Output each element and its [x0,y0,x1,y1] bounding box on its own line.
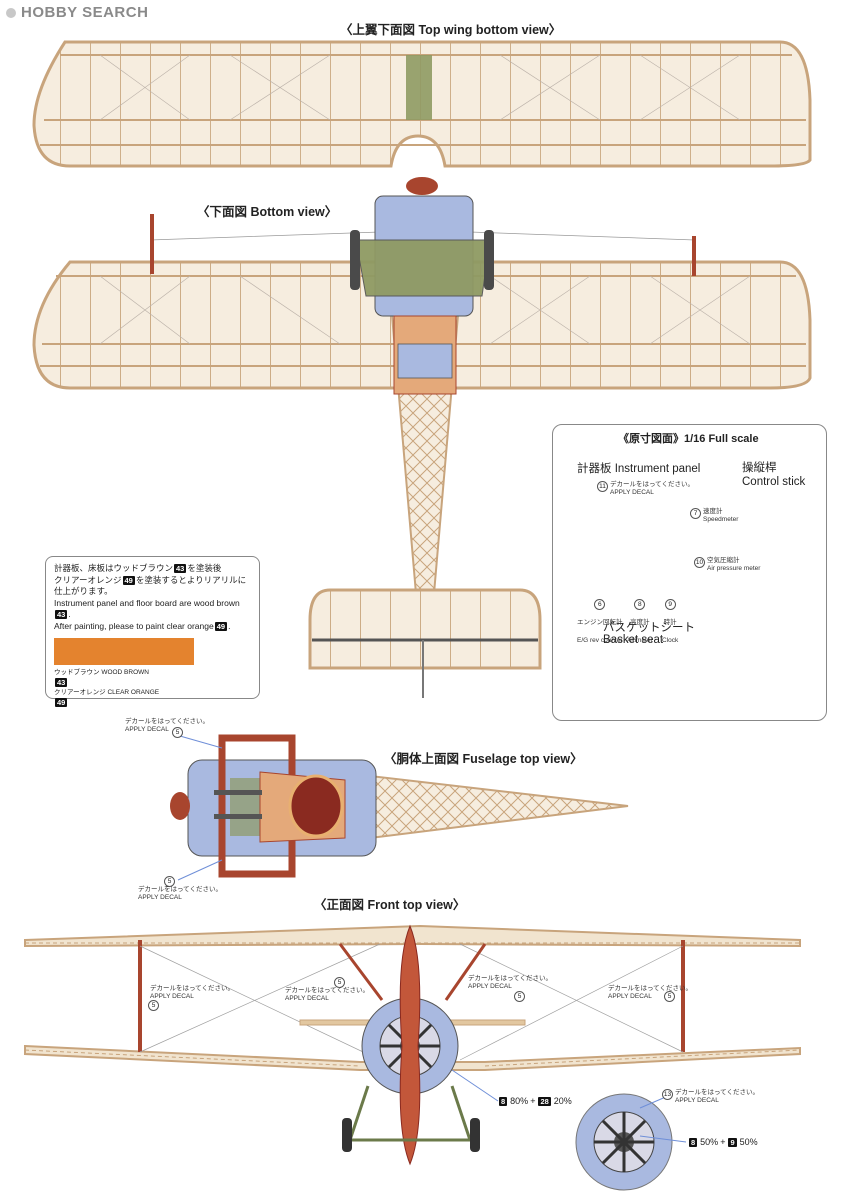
front-top-view-title: 〈正面図 Front top view〉 [314,898,466,912]
basket-seat-en: Basket seat [603,634,664,646]
note-line-5: After painting, please to paint clear or… [54,620,231,631]
logo-icon [6,7,16,18]
note-line-3: 仕上がります。 [54,586,113,596]
instrument-panel-label: 計器板 Instrument panel [577,463,701,475]
full-scale-title: 《原寸図面》1/16 Full scale [618,433,759,445]
bottom-view [32,177,812,698]
color-2-label: クリアーオレンジ CLEAR ORANGE [54,688,160,696]
top-wing-bottom-view [32,40,812,168]
decal-num-fuselage-bottom: 5 [164,876,175,887]
decal-num-front-1: 5 [148,1000,159,1011]
front-top-view [24,924,801,1191]
callout-8: 8 高度計 Altimeter [627,599,653,644]
decal-label-front-3: デカールをはってください。APPLY DECAL [468,975,552,990]
color-2-num: 49 [55,697,68,707]
decal-label-front-2: デカールをはってください。APPLY DECAL [285,987,369,1002]
control-stick-en: Control stick [742,476,806,488]
decal-num-front-2: 5 [334,977,345,988]
decal-num-fuselage-top: 5 [172,727,183,738]
site-logo[interactable]: HOBBY SEARCH [6,4,148,21]
bottom-view-title: 〈下面図 Bottom view〉 [197,205,338,219]
basket-seat-jp: バスケットシート [603,622,695,634]
callout-11: 11 デカールをはってください。APPLY DECAL [597,481,694,496]
decal-num-front-3: 5 [514,991,525,1002]
full-scale-panel [552,424,827,721]
decal-label-front-4: デカールをはってください。APPLY DECAL [608,985,692,1000]
paint-swatch [54,638,194,665]
control-stick-jp: 操縦桿 [742,462,777,474]
color-1-num: 43 [55,678,68,687]
decal-label-front-1: デカールをはってください。APPLY DECAL [150,985,234,1000]
note-line-4: Instrument panel and floor board are woo… [54,597,240,619]
decal-label-fuselage-bottom: デカールをはってください。APPLY DECAL [138,886,222,901]
fuselage-top-view-title: 〈胴体上面図 Fuselage top view〉 [384,752,583,766]
decal-label-fuselage-top: デカールをはってください。APPLY DECAL [125,718,209,733]
logo-text: HOBBY SEARCH [21,4,149,21]
color-1-label: ウッドブラウン WOOD BROWN [54,669,149,676]
top-wing-bottom-view-title: 〈上翼下面図 Top wing bottom view〉 [340,23,562,37]
decal-num-front-4: 5 [664,991,675,1002]
fuselage-top-view [170,734,629,881]
decal-callout-13: 13 デカールをはってください。APPLY DECAL [662,1089,759,1104]
callout-6: 6 エンジン回転計 E/G rev counter [577,599,623,644]
callout-9: 9 時計 Clock [662,599,679,644]
